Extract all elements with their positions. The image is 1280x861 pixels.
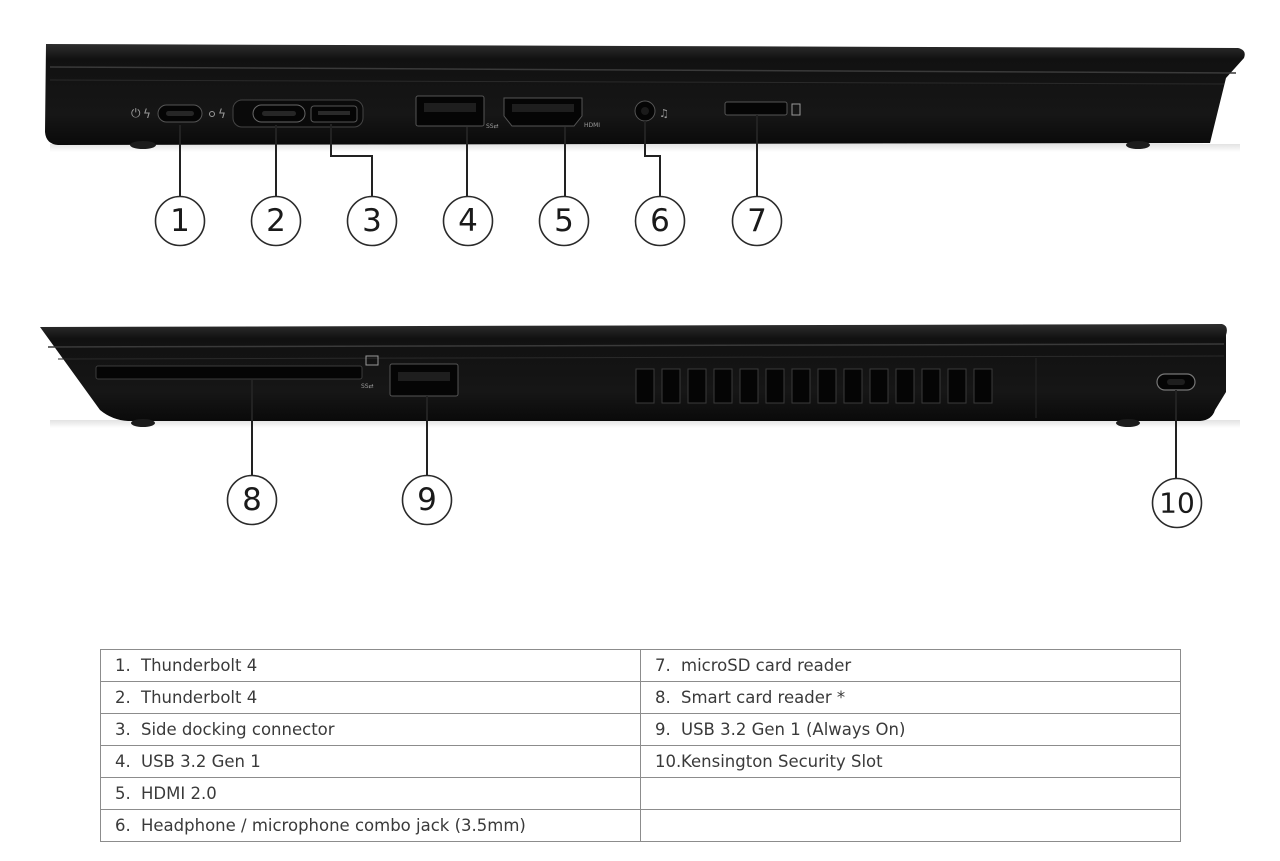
callout-1: 1 bbox=[154, 195, 206, 247]
callout-number: 5 bbox=[554, 203, 574, 239]
callout-number: 4 bbox=[458, 203, 478, 239]
lid-seam bbox=[47, 343, 1225, 348]
foot bbox=[1126, 141, 1150, 149]
docking-pins bbox=[318, 111, 350, 115]
callout-number: 6 bbox=[650, 203, 670, 239]
kensington-slot-inner bbox=[1167, 379, 1185, 385]
callout-8: 8 bbox=[226, 474, 278, 526]
callout-number: 7 bbox=[747, 203, 767, 239]
foot bbox=[131, 419, 155, 427]
right-side-view: SS⇄ bbox=[40, 324, 1240, 428]
usb-ss-label: SS⇄ bbox=[486, 123, 499, 130]
foot bbox=[130, 141, 156, 149]
table-cell: 3.Side docking connector bbox=[100, 713, 641, 746]
hdmi-label: HDMI bbox=[584, 122, 600, 129]
charge-led bbox=[209, 111, 215, 117]
table-cell: 7.microSD card reader bbox=[640, 649, 1181, 682]
table-row: 3.Side docking connector 9.USB 3.2 Gen 1… bbox=[100, 713, 1181, 746]
table-row: 4.USB 3.2 Gen 1 10.Kensington Security S… bbox=[100, 745, 1181, 778]
callout-9: 9 bbox=[401, 474, 453, 526]
left-side-view: ⏻ ϟ ϟ SS⇄ HDMI ♫ bbox=[45, 44, 1245, 152]
callout-number: 9 bbox=[417, 482, 437, 518]
foot bbox=[1116, 419, 1140, 427]
usb-ss-icon: SS⇄ bbox=[361, 383, 374, 390]
callouts: 1 2 3 4 5 6 7 8 bbox=[154, 195, 1203, 529]
microsd-slot bbox=[724, 101, 788, 116]
leader-lines bbox=[179, 115, 1177, 478]
callout-6: 6 bbox=[634, 195, 686, 247]
callout-7: 7 bbox=[731, 195, 783, 247]
cooling-vents bbox=[635, 368, 993, 404]
table-cell: 5.HDMI 2.0 bbox=[100, 777, 641, 810]
base-seam bbox=[49, 79, 1225, 85]
table-cell: 10.Kensington Security Slot bbox=[640, 745, 1181, 778]
callout-3: 3 bbox=[346, 195, 398, 247]
usb-tongue bbox=[398, 372, 450, 381]
smart-card-icon bbox=[365, 355, 379, 366]
table-row: 2.Thunderbolt 4 8.Smart card reader * bbox=[100, 681, 1181, 714]
thunderbolt-icon: ϟ bbox=[218, 107, 226, 121]
table-row: 5.HDMI 2.0 bbox=[100, 777, 1181, 810]
floor-shadow bbox=[50, 420, 1240, 428]
table-row: 1.Thunderbolt 4 7.microSD card reader bbox=[100, 649, 1181, 682]
port-legend-table: 1.Thunderbolt 4 7.microSD card reader 2.… bbox=[100, 649, 1181, 842]
callout-number: 3 bbox=[362, 203, 382, 239]
power-icon: ⏻ bbox=[131, 106, 141, 120]
table-cell: 6.Headphone / microphone combo jack (3.5… bbox=[100, 809, 641, 842]
callout-10: 10 bbox=[1151, 477, 1203, 529]
callout-number: 8 bbox=[242, 482, 262, 518]
headset-icon: ♫ bbox=[659, 107, 669, 120]
base-seam bbox=[57, 355, 1225, 360]
callout-number: 1 bbox=[170, 203, 190, 239]
table-cell: 9.USB 3.2 Gen 1 (Always On) bbox=[640, 713, 1181, 746]
thunderbolt-icon: ϟ bbox=[143, 107, 151, 121]
lid-seam bbox=[49, 66, 1237, 74]
callout-number: 2 bbox=[266, 203, 286, 239]
table-cell bbox=[640, 809, 1181, 842]
callout-2: 2 bbox=[250, 195, 302, 247]
table-cell: 4.USB 3.2 Gen 1 bbox=[100, 745, 641, 778]
smart-card-slot bbox=[95, 365, 363, 380]
hdmi-tongue bbox=[512, 104, 574, 112]
laptop-side-views-diagram: ⏻ ϟ ϟ SS⇄ HDMI ♫ bbox=[40, 44, 1245, 529]
sd-card-icon bbox=[791, 103, 801, 116]
usb-tongue bbox=[424, 103, 476, 112]
port-tongue bbox=[262, 111, 296, 116]
table-cell: 2.Thunderbolt 4 bbox=[100, 681, 641, 714]
callout-5: 5 bbox=[538, 195, 590, 247]
table-cell: 1.Thunderbolt 4 bbox=[100, 649, 641, 682]
table-row: 6.Headphone / microphone combo jack (3.5… bbox=[100, 809, 1181, 842]
table-cell: 8.Smart card reader * bbox=[640, 681, 1181, 714]
callout-number: 10 bbox=[1159, 487, 1195, 520]
table-cell bbox=[640, 777, 1181, 810]
port-tongue bbox=[166, 111, 194, 116]
audio-jack-hole bbox=[641, 107, 649, 115]
callout-4: 4 bbox=[442, 195, 494, 247]
